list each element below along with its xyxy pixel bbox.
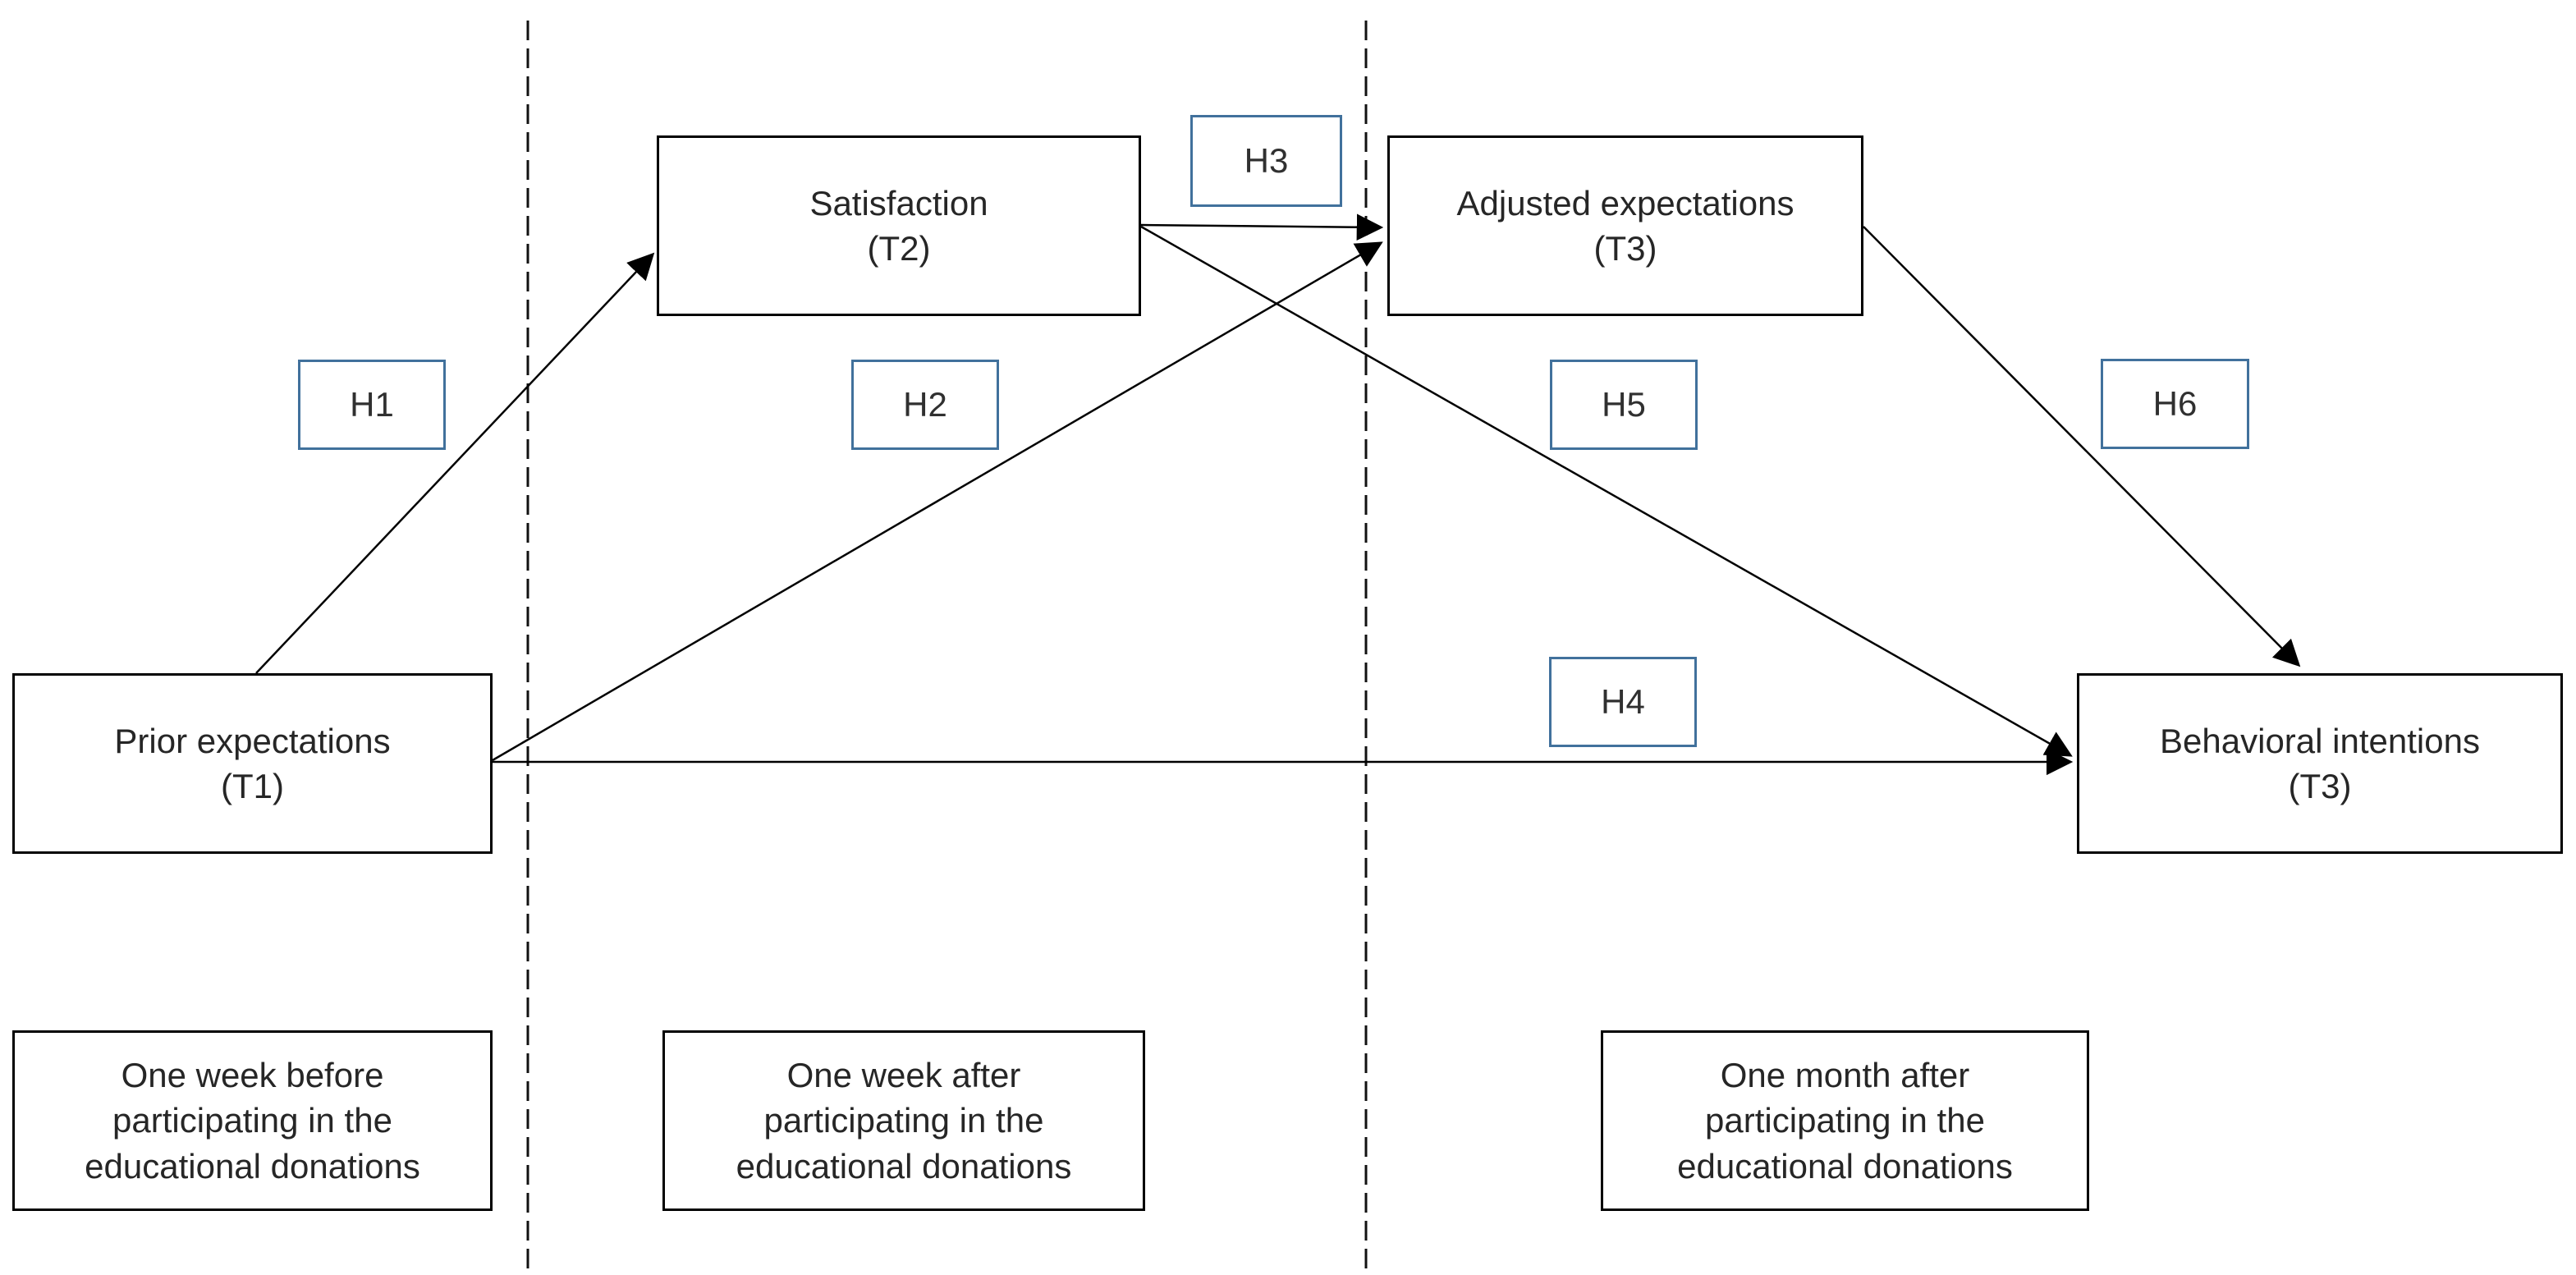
timeline-line: participating in the [112, 1101, 392, 1140]
node-label: Prior expectations [114, 721, 391, 760]
timeline-line: participating in the [1705, 1101, 1985, 1140]
arrow-h2-prior-to-adjusted [492, 241, 1383, 762]
hypothesis-label-h4: H4 [1549, 657, 1697, 747]
timeline-box-one-week-after: One week after participating in the educ… [662, 1030, 1145, 1211]
timeline-line: educational donations [736, 1146, 1072, 1186]
hypothesis-label-h5: H5 [1550, 360, 1698, 450]
timeline-line: educational donations [1677, 1146, 2013, 1186]
arrow-h6-adjusted-to-behavioral [1863, 226, 2301, 667]
node-time: (T1) [221, 767, 284, 805]
hypothesis-text: H2 [903, 385, 947, 424]
arrow-h1-prior-to-satisfaction [255, 252, 655, 674]
node-time: (T2) [867, 229, 931, 268]
hypothesis-label-h6: H6 [2101, 359, 2249, 449]
hypothesis-label-h1: H1 [298, 360, 446, 450]
hypothesis-text: H6 [2152, 384, 2198, 423]
node-adjusted-expectations: Adjusted expectations (T3) [1387, 135, 1863, 316]
node-behavioral-intentions: Behavioral intentions (T3) [2077, 673, 2563, 854]
node-time: (T3) [1593, 229, 1657, 268]
hypothesis-text: H3 [1244, 141, 1289, 180]
timeline-line: educational donations [85, 1146, 420, 1186]
hypothesis-label-h2: H2 [851, 360, 999, 450]
arrow-h3-satisfaction-to-adjusted [1140, 213, 1384, 241]
timeline-box-one-week-before: One week before participating in the edu… [12, 1030, 493, 1211]
node-label: Adjusted expectations [1456, 183, 1794, 222]
node-time: (T3) [2288, 767, 2352, 805]
timeline-line: participating in the [763, 1101, 1044, 1140]
timeline-box-one-month-after: One month after participating in the edu… [1601, 1030, 2089, 1211]
node-prior-expectations: Prior expectations (T1) [12, 673, 493, 854]
timeline-line: One week before [121, 1055, 384, 1094]
arrow-h5-satisfaction-to-behavioral [1140, 225, 2073, 757]
hypothesis-text: H1 [350, 385, 394, 424]
timeline-line: One month after [1720, 1055, 1970, 1094]
node-label: Satisfaction [809, 183, 988, 222]
hypothesis-label-h3: H3 [1190, 115, 1342, 207]
node-label: Behavioral intentions [2160, 721, 2480, 760]
timeline-line: One week after [786, 1055, 1021, 1094]
node-satisfaction: Satisfaction (T2) [657, 135, 1141, 316]
hypothesis-text: H4 [1601, 682, 1645, 721]
hypothesis-text: H5 [1602, 385, 1646, 424]
